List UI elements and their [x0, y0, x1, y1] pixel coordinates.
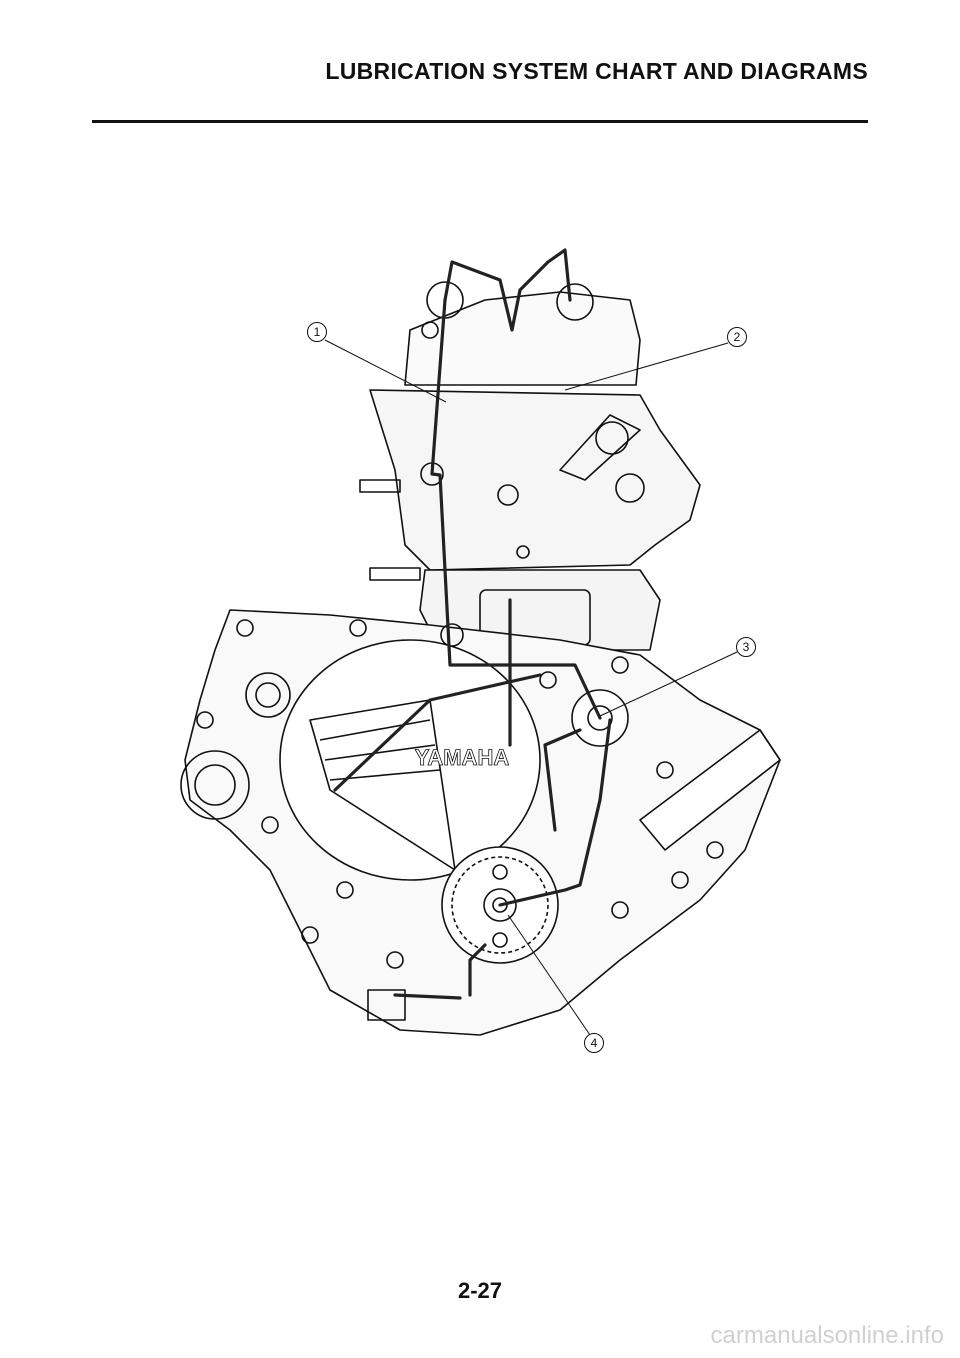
- oil-flow-main: [498, 718, 612, 907]
- crankcase-cover: [279, 639, 541, 881]
- brand-mark: YAMAHA: [415, 745, 510, 770]
- oil-flow-pickup: [393, 943, 487, 1000]
- callout-2: 2: [727, 327, 747, 347]
- oil-flow-feed: [543, 728, 582, 832]
- cylinder-head: [369, 389, 701, 571]
- watermark: carmanualsonline.info: [710, 1322, 944, 1349]
- oil-flow-cam: [443, 248, 572, 332]
- page-number: 2-27: [457, 1278, 503, 1303]
- head-cover: [404, 291, 641, 386]
- intake-tube: [639, 729, 781, 851]
- oil-flow-return: [333, 598, 542, 792]
- page-title: LUBRICATION SYSTEM CHART AND DIAGRAMS: [325, 58, 868, 84]
- callout-3: 3: [736, 637, 756, 657]
- callout-1: 1: [307, 322, 327, 342]
- left-boss: [180, 750, 250, 820]
- callout-4: 4: [584, 1033, 604, 1053]
- title-rule: [92, 120, 868, 123]
- oil-flow-riser: [430, 298, 602, 720]
